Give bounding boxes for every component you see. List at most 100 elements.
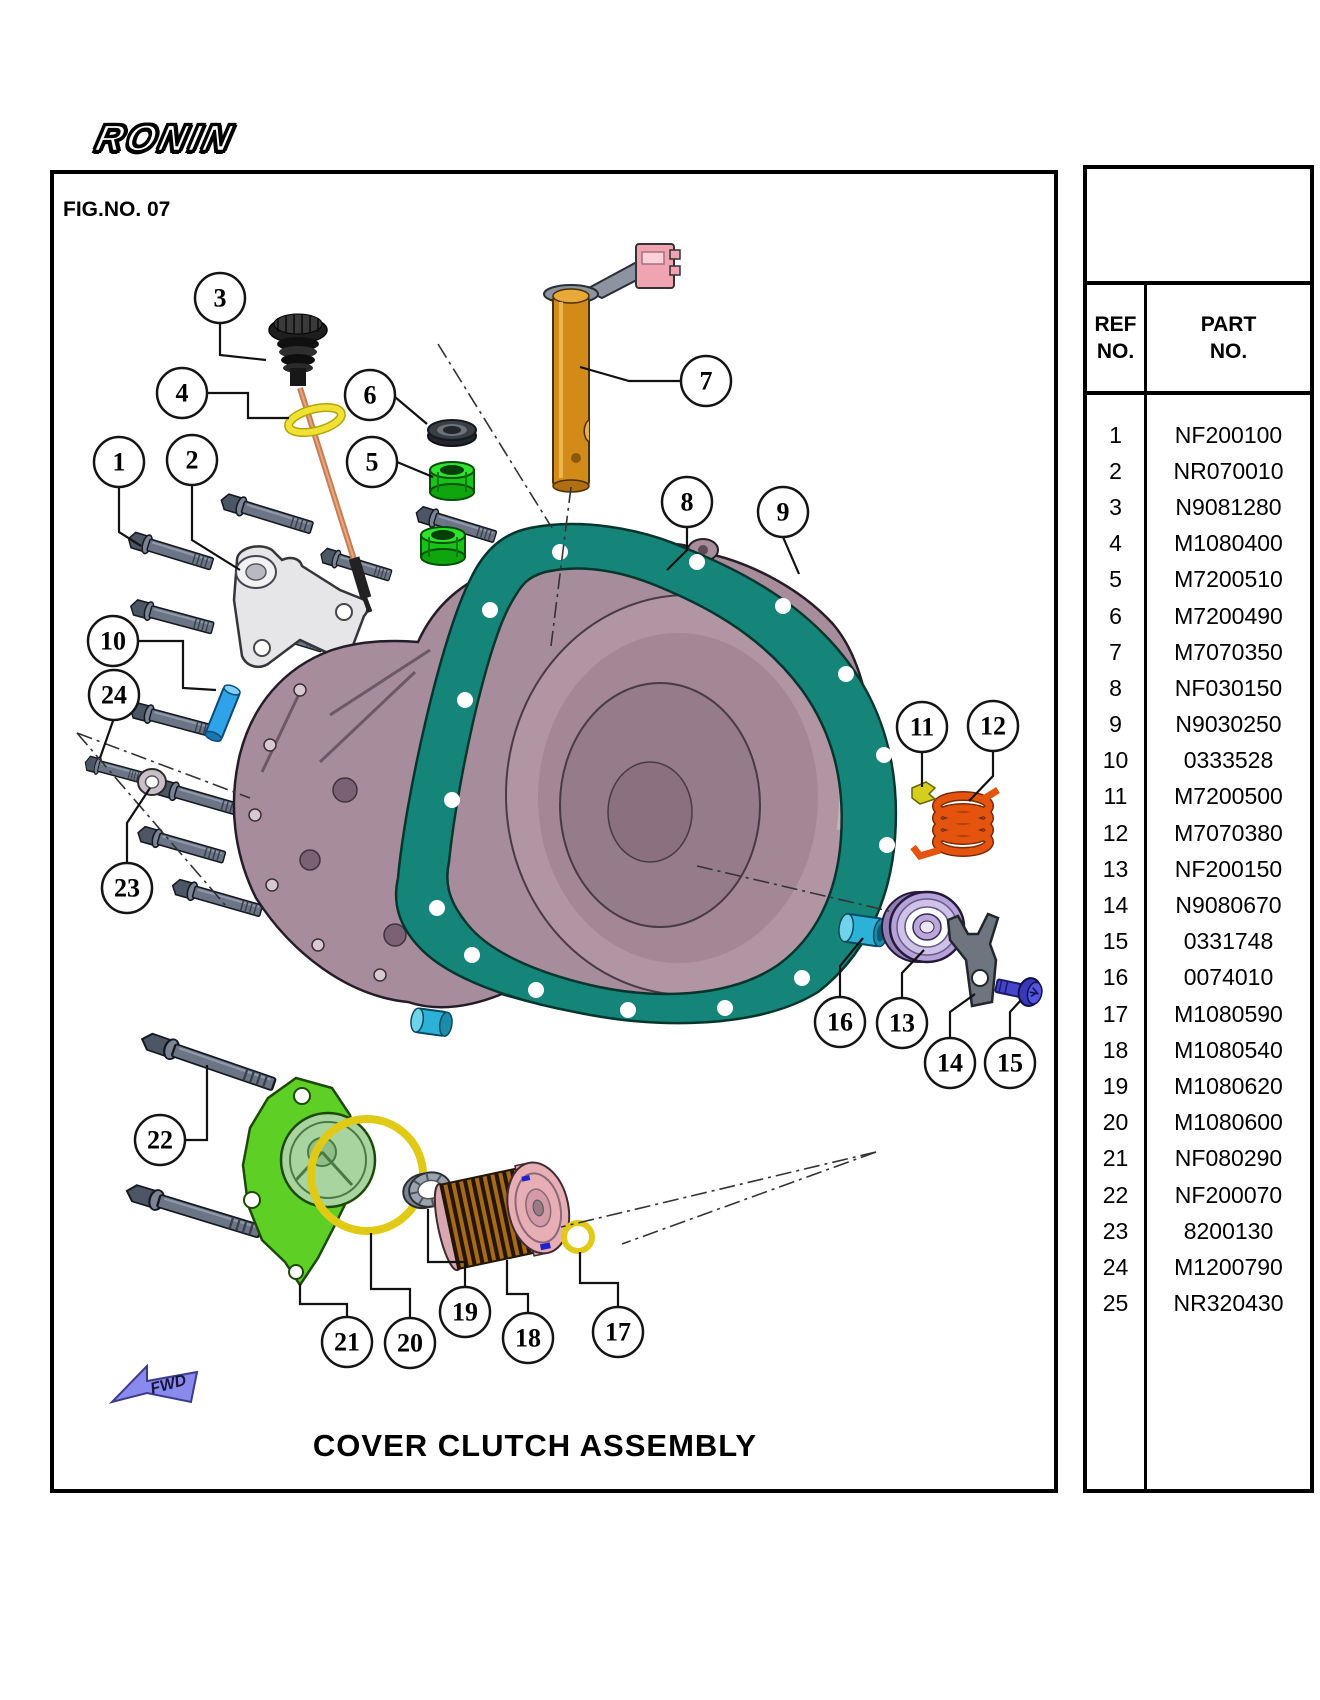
callout-1: 1 (92, 435, 146, 489)
svg-text:24: 24 (101, 681, 127, 710)
part-no-cell: NF200100 (1174, 421, 1283, 448)
ref-no-cell: 20 (1102, 1109, 1129, 1136)
part-header-line2: NO. (1209, 340, 1248, 363)
washer-23 (137, 768, 167, 796)
fwd-direction-arrow: FWD (108, 1363, 199, 1404)
svg-text:15: 15 (997, 1049, 1023, 1078)
svg-text:3: 3 (214, 284, 227, 313)
svg-text:18: 18 (515, 1324, 541, 1353)
lock-nut-5 (429, 461, 475, 501)
part-header-line1: PART (1200, 313, 1257, 336)
svg-text:2: 2 (186, 446, 199, 475)
svg-text:21: 21 (334, 1328, 360, 1357)
part-no-cell: NR070010 (1173, 457, 1284, 484)
table-top-box (1087, 169, 1310, 285)
ref-no-cell: 18 (1102, 1036, 1129, 1063)
callout-7: 7 (679, 354, 733, 408)
brand-logo: RONIN (78, 116, 251, 163)
leader-lines (98, 323, 1022, 1318)
ref-no-cell: 11 (1103, 783, 1128, 810)
long-bolt-icon (122, 1179, 265, 1243)
ref-no-cell: 1 (1109, 421, 1122, 448)
table-row: 22 NF200070 (1087, 1177, 1310, 1213)
ref-no-cell: 2 (1109, 457, 1122, 484)
ref-no-cell: 5 (1109, 566, 1122, 593)
callout-21: 21 (320, 1315, 374, 1369)
clutch-cover-housing-8 (232, 538, 876, 1016)
oil-dipstick-3 (268, 313, 373, 613)
ref-no-cell: 23 (1102, 1217, 1129, 1244)
table-row: 25 NR320430 (1087, 1286, 1310, 1322)
table-row: 2 NR070010 (1087, 453, 1310, 489)
callout-16: 16 (813, 995, 867, 1049)
table-row: 14 N9080670 (1087, 887, 1310, 923)
ref-no-cell: 7 (1109, 638, 1122, 665)
table-row: 5 M7200510 (1087, 562, 1310, 598)
oil-pipe-7 (543, 243, 681, 493)
part-no-cell: 8200130 (1183, 1217, 1274, 1244)
bolt-24 (82, 753, 145, 787)
svg-text:4: 4 (176, 379, 189, 408)
ref-no-cell: 6 (1109, 602, 1122, 629)
ref-no-cell: 16 (1102, 964, 1129, 991)
oring-17 (561, 1220, 595, 1254)
part-no-cell: M1200790 (1174, 1253, 1283, 1280)
svg-text:13: 13 (889, 1009, 915, 1038)
table-row: 1 NF200100 (1087, 417, 1310, 453)
ref-no-cell: 17 (1102, 1000, 1129, 1027)
table-row: 21 NF080290 (1087, 1141, 1310, 1177)
bearing-13 (881, 890, 966, 964)
ref-no-cell: 24 (1102, 1253, 1129, 1280)
callout-22: 22 (133, 1113, 187, 1167)
bushing-icon (410, 1007, 453, 1037)
part-no-header: PART NO. (1147, 285, 1310, 391)
svg-text:12: 12 (980, 712, 1006, 741)
callout-23: 23 (100, 861, 154, 915)
table-row: 3 N9081280 (1087, 489, 1310, 525)
release-fork-14 (946, 912, 1000, 1008)
callout-17: 17 (591, 1305, 645, 1359)
ref-no-cell: 14 (1102, 892, 1129, 919)
callout-balloons: 1 2 3 4 5 6 7 8 9 10 11 12 13 14 15 16 1… (86, 271, 1037, 1370)
ref-no-cell: 3 (1109, 493, 1122, 520)
callout-11: 11 (895, 700, 949, 754)
table-row: 24 M1200790 (1087, 1249, 1310, 1285)
svg-text:1: 1 (113, 448, 126, 477)
part-no-cell: N9081280 (1175, 493, 1282, 520)
part-no-cell: NF200150 (1174, 855, 1283, 882)
ref-no-cell: 8 (1109, 674, 1122, 701)
part-no-cell: NF030150 (1174, 674, 1283, 701)
callout-9: 9 (756, 485, 810, 539)
table-row: 8 NF030150 (1087, 670, 1310, 706)
table-row: 12 M7070380 (1087, 815, 1310, 851)
seal-6 (427, 419, 477, 447)
callout-20: 20 (383, 1316, 437, 1370)
svg-text:16: 16 (827, 1008, 853, 1037)
ref-no-cell: 15 (1102, 928, 1129, 955)
part-no-cell: M7200510 (1174, 566, 1283, 593)
table-row: 20 M1080600 (1087, 1105, 1310, 1141)
svg-text:9: 9 (777, 498, 790, 527)
table-row: 17 M1080590 (1087, 996, 1310, 1032)
bolt-1 (124, 528, 216, 575)
ref-no-cell: 19 (1102, 1072, 1129, 1099)
ref-header-line2: NO. (1096, 340, 1135, 363)
clutch-spring-12 (910, 787, 1000, 861)
bolt-icon (217, 490, 316, 538)
diagram-frame (50, 170, 1058, 1493)
ref-no-cell: 9 (1109, 711, 1122, 738)
svg-text:22: 22 (147, 1126, 173, 1155)
part-no-cell: NF080290 (1174, 1145, 1283, 1172)
part-no-cell: M1080590 (1174, 1000, 1283, 1027)
part-no-cell: 0331748 (1183, 928, 1274, 955)
part-no-cell: M1080600 (1174, 1109, 1283, 1136)
part-no-cell: M1080400 (1174, 530, 1283, 557)
ref-no-cell: 25 (1102, 1290, 1129, 1317)
part-no-cell: M7070350 (1174, 638, 1283, 665)
fork-hole (971, 969, 989, 987)
table-row: 18 M1080540 (1087, 1032, 1310, 1068)
part-no-cell: NF200070 (1174, 1181, 1283, 1208)
table-row: 11 M7200500 (1087, 779, 1310, 815)
table-row: 7 M7070350 (1087, 634, 1310, 670)
